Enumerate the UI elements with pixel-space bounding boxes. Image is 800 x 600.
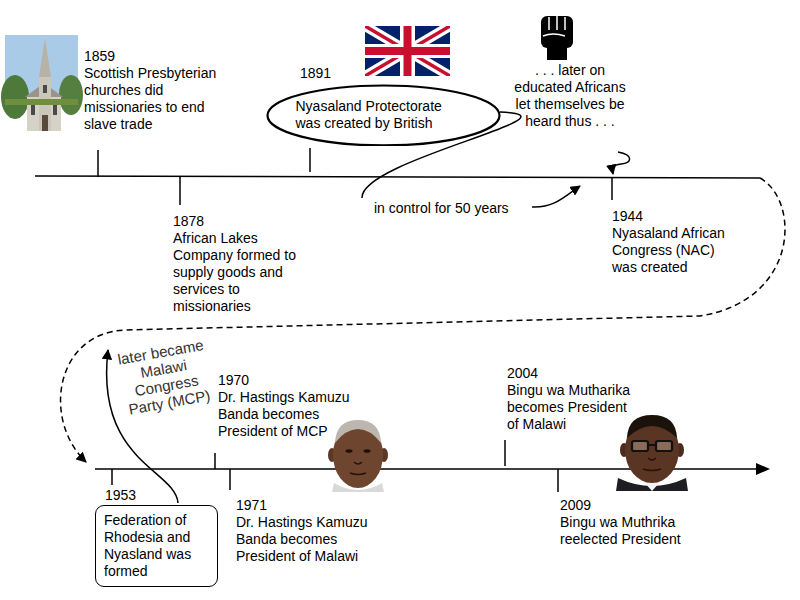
tick-mark — [111, 469, 113, 485]
tick-mark — [611, 178, 613, 200]
year-label: 1944 — [612, 208, 643, 225]
portrait-photo — [328, 420, 388, 492]
event-text: Bingu wa Muthrika reelected President — [560, 514, 700, 548]
year-label: 1953 — [105, 487, 136, 504]
duration-note: in control for 50 years — [372, 200, 511, 217]
year-label: 1891 — [300, 65, 331, 82]
federation-box: 1953Federation of Rhodesia and Nyasland … — [95, 487, 218, 587]
timeline-axis — [35, 176, 760, 178]
year-label: 1859 — [84, 48, 115, 65]
oval-outline-path — [267, 85, 499, 145]
annotation-text: later became Malawi Congress Party (MCP) — [116, 336, 214, 418]
protectorate-oval: 1891Nyasaland Protectorate was created b… — [266, 65, 501, 147]
tick-mark — [557, 469, 559, 492]
event-text: Dr. Hastings Kamuzu Banda becomes Presid… — [218, 389, 356, 440]
leader-arrow — [613, 152, 630, 174]
tick-mark — [309, 148, 311, 172]
year-label: 1878 — [173, 213, 204, 230]
event-text: Nyasaland African Congress (NAC) was cre… — [612, 225, 737, 276]
year-label: 2009 — [560, 497, 591, 514]
event-text: Dr. Hastings Kamuzu Banda becomes Presid… — [236, 514, 381, 565]
event-text: African Lakes Company formed to supply g… — [173, 230, 298, 315]
continuation-arrow — [61, 178, 785, 462]
year-label: 1970 — [218, 372, 249, 389]
leader-arrow — [532, 186, 580, 207]
year-label: 1971 — [236, 497, 267, 514]
event-text: Nyasaland Protectorate was created by Br… — [296, 98, 471, 132]
tick-mark — [214, 453, 216, 469]
tick-mark — [97, 150, 99, 177]
tick-mark — [229, 469, 231, 490]
raised-fist-icon — [541, 16, 573, 60]
oval-outline: Nyasaland Protectorate was created by Br… — [266, 84, 501, 147]
event-text: Scottish Presbyterian churches did missi… — [84, 65, 219, 133]
tick-mark — [179, 177, 181, 205]
tick-mark — [504, 440, 506, 466]
union-jack-flag — [365, 26, 450, 76]
rounded-box: Federation of Rhodesia and Nyasland was … — [95, 505, 218, 587]
timeline-arrowhead — [756, 463, 770, 475]
church-photo — [1, 35, 83, 131]
year-label: 2004 — [507, 365, 538, 382]
event-text: Federation of Rhodesia and Nyasland was … — [104, 512, 209, 580]
annotation-text: . . . later on educated Africans let the… — [510, 62, 630, 130]
event-text: Bingu wa Mutharika becomes President of … — [507, 382, 639, 433]
portrait-photo — [616, 415, 688, 491]
